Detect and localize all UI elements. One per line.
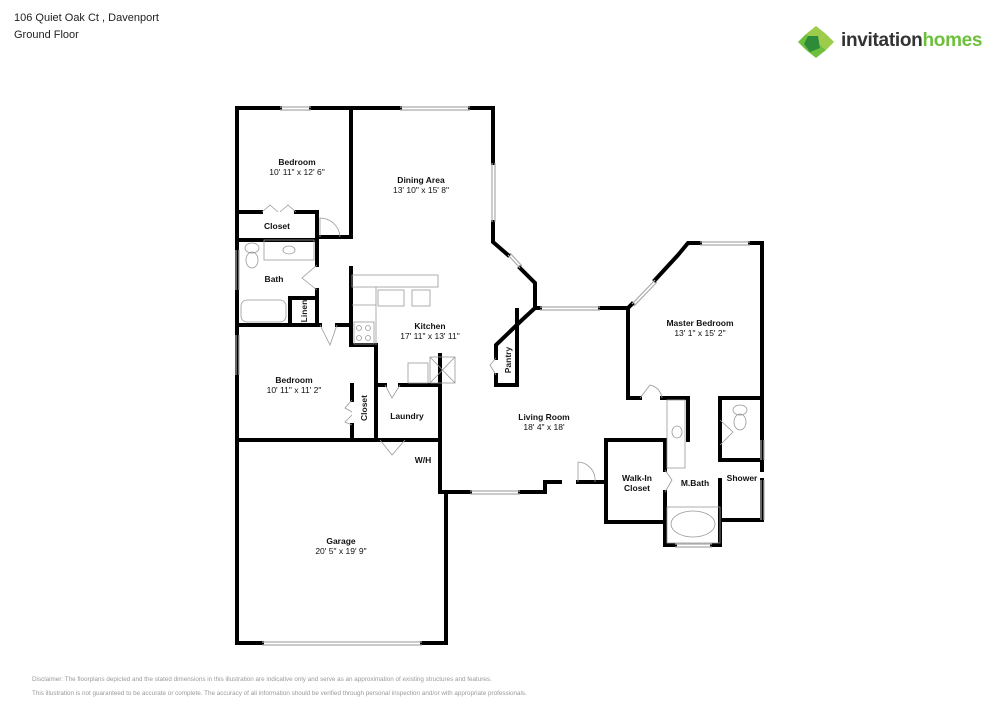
room-master-bath: M.Bath [680,478,710,488]
room-dining-area: Dining Area 13' 10" x 15' 8" [392,175,450,195]
doors [261,204,734,493]
room-garage: Garage 20' 5" x 19' 9" [315,536,367,556]
room-pantry: Pantry [503,346,513,374]
room-master-bedroom: Master Bedroom 13' 1" x 15' 2" [666,318,734,338]
room-bedroom-2: Bedroom 10' 11" x 11' 2" [266,375,322,395]
room-closet-1: Closet [264,221,290,231]
floor-label: Ground Floor [14,29,79,41]
room-walk-in-closet: Walk-In Closet [622,473,652,493]
room-bedroom-1: Bedroom 10' 11" x 12' 6" [269,157,325,177]
room-living-room: Living Room 18' 4" x 18' [518,412,570,432]
room-laundry: Laundry [390,411,424,421]
fixtures [240,239,748,544]
logo-mark-icon [798,26,834,58]
disclaimer: Disclaimer: The floorplans depicted and … [32,676,527,697]
address: 106 Quiet Oak Ct , Davenport [14,12,159,24]
brand-logo: invitationhomes [798,24,983,58]
brand-name: invitationhomes [841,30,983,51]
windows [235,106,765,646]
room-shower: Shower [726,473,758,483]
room-bath: Bath [264,274,284,284]
room-linen: Linen [299,299,309,323]
room-water-heater: W/H [414,455,432,465]
room-closet-2: Closet [359,395,369,421]
header: 106 Quiet Oak Ct , Davenport Ground Floo… [14,10,159,44]
room-kitchen: Kitchen 17' 11" x 13' 11" [400,321,460,341]
walls [235,106,764,645]
